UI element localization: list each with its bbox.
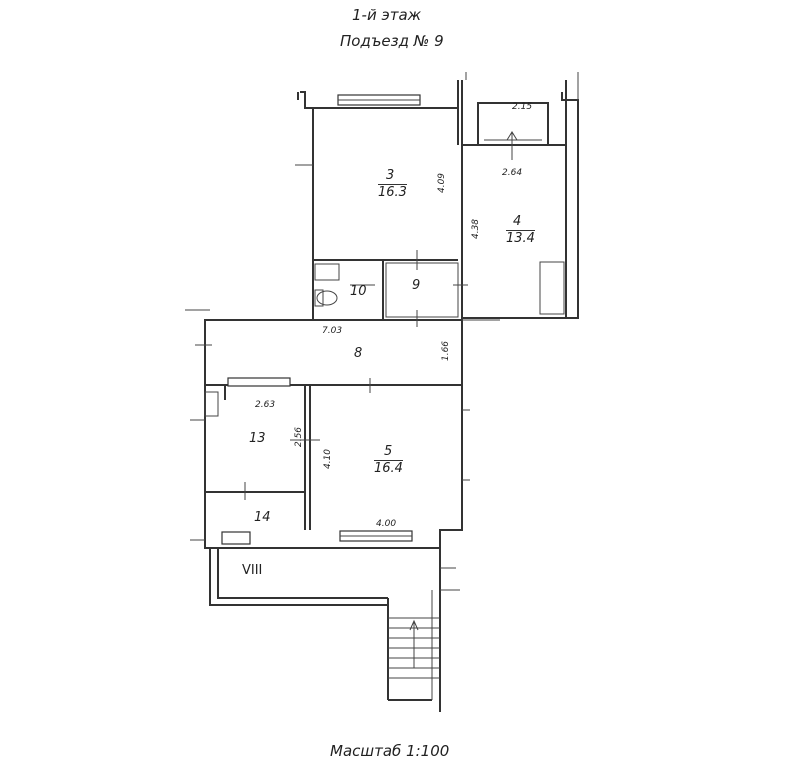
floor-label: 1-й этаж xyxy=(352,6,422,24)
edge-ticks xyxy=(185,72,579,591)
dim-2-15: 2.15 xyxy=(512,102,533,112)
dim-1-66: 1.66 xyxy=(441,340,452,362)
entrance-label: Подъезд № 9 xyxy=(340,32,444,50)
room-13-number: 13 xyxy=(249,431,266,446)
stair-label: VIII xyxy=(242,563,263,578)
room-9-number: 9 xyxy=(412,278,421,293)
dim-4-09: 4.09 xyxy=(437,172,448,194)
room-14-number: 14 xyxy=(254,510,271,525)
room-5-number: 5 xyxy=(384,444,393,459)
dim-2-64: 2.64 xyxy=(502,168,523,178)
room-10-number: 10 xyxy=(350,284,367,299)
dim-4-38: 4.38 xyxy=(471,218,482,240)
dim-7-03: 7.03 xyxy=(322,326,343,336)
room-3-number: 3 xyxy=(386,168,395,183)
room-4-number: 4 xyxy=(513,214,522,229)
outer-walls xyxy=(204,80,579,549)
room-3-area: 16.3 xyxy=(378,184,407,200)
dim-2-63: 2.63 xyxy=(255,400,276,410)
interior-walls xyxy=(195,250,565,545)
scale-label: Масштаб 1:100 xyxy=(330,742,450,760)
dim-4-10: 4.10 xyxy=(323,448,334,470)
entrance-stair xyxy=(209,548,441,712)
balcony-top xyxy=(462,102,566,160)
room-5-area: 16.4 xyxy=(374,460,403,476)
room-8-number: 8 xyxy=(354,346,363,361)
dim-4-00: 4.00 xyxy=(376,519,397,529)
dim-2-56: 2.56 xyxy=(294,426,305,448)
room-4-area: 13.4 xyxy=(506,230,535,246)
